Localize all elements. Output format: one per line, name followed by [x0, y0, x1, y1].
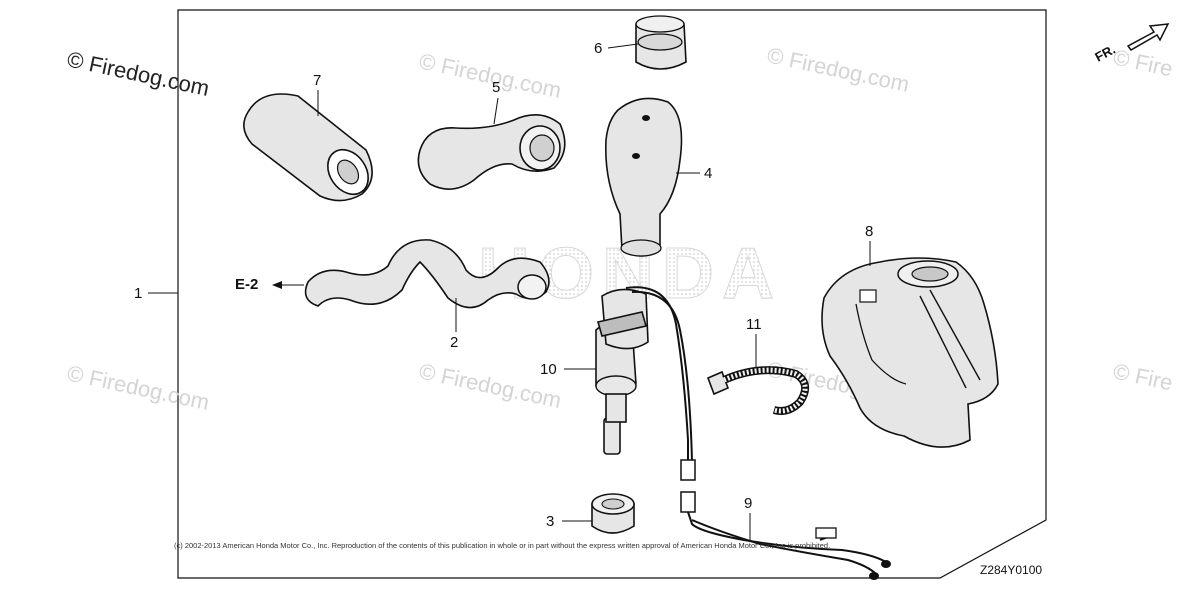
- reference-arrow-icon: [272, 281, 282, 289]
- copyright-notice: (c) 2002-2013 American Honda Motor Co., …: [174, 541, 830, 550]
- watermark-edge-top-right: © Fire: [1111, 44, 1175, 81]
- part-7-straight-hose: [243, 93, 373, 202]
- svg-text:4: 4: [704, 165, 712, 182]
- svg-text:7: 7: [313, 72, 321, 89]
- watermark-edge-mid-right: © Fire: [1111, 358, 1175, 395]
- svg-text:11: 11: [746, 316, 762, 333]
- watermark-top-center: © Firedog.com: [417, 48, 564, 103]
- part-4-sleeve: [604, 97, 683, 257]
- part-5-elbow-hose: [417, 114, 566, 190]
- svg-text:2: 2: [450, 334, 458, 351]
- part-2-long-hose: [304, 239, 550, 309]
- callout-11: 11: [746, 316, 762, 368]
- part-9-wire-harness: [625, 286, 891, 580]
- callout-4: 4: [676, 165, 712, 182]
- part-6-cap: [635, 15, 687, 70]
- reference-label: E-2: [235, 276, 258, 293]
- callout-6: 6: [594, 40, 639, 57]
- front-arrow-icon: [1126, 23, 1170, 51]
- callout-10: 10: [540, 361, 596, 378]
- svg-text:1: 1: [134, 285, 142, 302]
- part-8-cover: [821, 257, 999, 448]
- reference-e2: E-2: [235, 276, 304, 293]
- svg-text:3: 3: [546, 513, 554, 530]
- svg-text:6: 6: [594, 40, 602, 57]
- callout-7: 7: [313, 72, 321, 116]
- svg-text:10: 10: [540, 361, 557, 378]
- callout-8: 8: [865, 223, 873, 266]
- diagram-frame: [177, 9, 1047, 579]
- svg-text:5: 5: [492, 79, 500, 96]
- watermark-top-left: © Firedog.com: [65, 46, 212, 101]
- callout-1: 1: [134, 285, 178, 302]
- callout-9: 9: [744, 495, 752, 540]
- part-10-valve: [595, 288, 649, 455]
- part-11-cable-tie: [706, 366, 810, 415]
- diagram-id: Z284Y0100: [980, 563, 1042, 577]
- svg-text:9: 9: [744, 495, 752, 512]
- callout-3: 3: [546, 513, 592, 530]
- watermark-top-right: © Firedog.com: [765, 42, 912, 97]
- callout-2: 2: [450, 298, 458, 351]
- callout-5: 5: [492, 79, 500, 125]
- part-3-grommet: [591, 493, 635, 534]
- watermark-mid-left: © Firedog.com: [65, 360, 212, 415]
- svg-text:8: 8: [865, 223, 873, 240]
